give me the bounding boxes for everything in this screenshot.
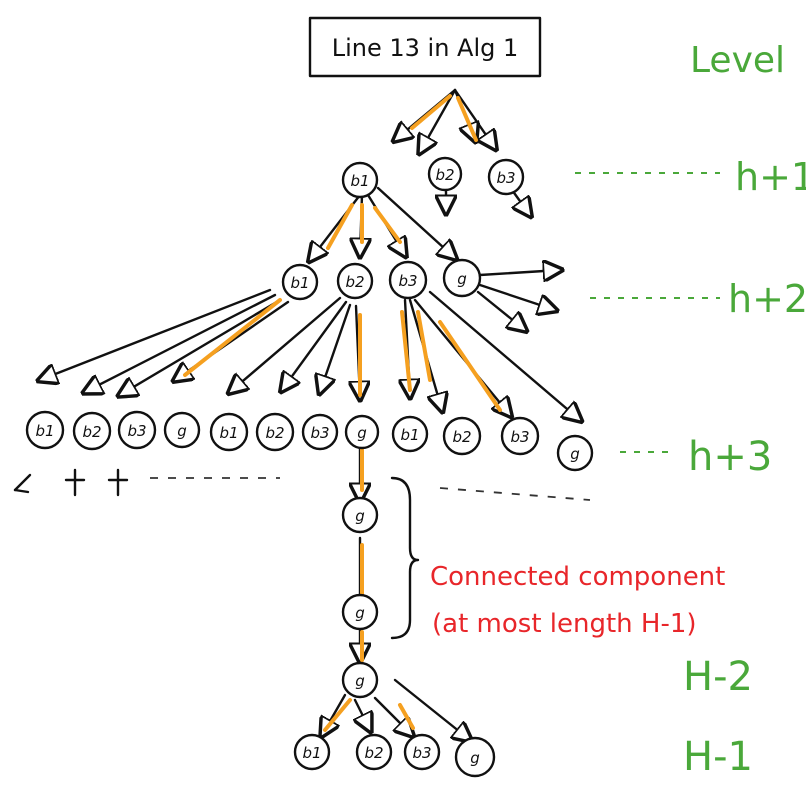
component-brace: [390, 476, 420, 640]
svg-text:b3: b3: [398, 272, 417, 290]
lower-left-arrows: [13, 468, 591, 501]
svg-text:g: g: [357, 424, 367, 442]
svg-text:b1: b1: [400, 426, 419, 444]
svg-text:g: g: [355, 507, 365, 525]
svg-text:b2: b2: [364, 744, 383, 762]
node-h3-b2-a: b2: [72, 411, 112, 451]
svg-text:b3: b3: [412, 744, 431, 762]
svg-text:b3: b3: [310, 424, 329, 442]
level2-edges: [40, 288, 580, 420]
svg-text:g: g: [470, 749, 480, 767]
node-H1-b2: b2: [355, 733, 393, 771]
root-edges: [395, 88, 530, 215]
node-h2-b3: b3: [388, 260, 428, 300]
svg-text:g: g: [457, 270, 467, 288]
node-h3-b1-c: b1: [391, 415, 429, 453]
svg-text:b1: b1: [35, 422, 54, 440]
node-chain-g1: g: [341, 496, 379, 534]
node-h3-b3-c: b3: [500, 416, 540, 456]
svg-text:b1: b1: [219, 424, 238, 442]
node-h3-b2-c: b2: [442, 416, 482, 456]
node-h3-g-c: g: [556, 434, 594, 472]
level-label-h1: h+1: [735, 155, 806, 199]
annotation-line2: (at most length H-1): [432, 609, 697, 639]
svg-text:b1: b1: [290, 274, 309, 292]
node-h3-b3-b: b3: [301, 413, 339, 451]
level-header: Level: [690, 40, 785, 81]
svg-text:g: g: [355, 604, 365, 622]
svg-text:b1: b1: [302, 744, 321, 762]
node-h3-g-a: g: [163, 411, 201, 449]
svg-text:b2: b2: [82, 423, 101, 441]
node-chain-g2: g: [341, 593, 379, 631]
annotation-line1: Connected component: [430, 562, 725, 592]
svg-text:b3: b3: [496, 169, 515, 187]
node-H1-b1: b1: [293, 733, 331, 771]
level-label-h2: h+2: [728, 277, 806, 321]
node-h2-g: g: [442, 258, 482, 298]
title-box: Line 13 in Alg 1: [308, 16, 542, 78]
node-H1-b3: b3: [403, 733, 441, 771]
node-h1-b2: b2: [427, 156, 463, 192]
svg-text:b2: b2: [265, 424, 284, 442]
level-label-h3: h+3: [688, 434, 772, 480]
svg-text:b3: b3: [510, 428, 529, 446]
node-h3-b1-a: b1: [25, 410, 65, 450]
svg-text:b2: b2: [452, 428, 471, 446]
node-h2-b1: b1: [281, 263, 319, 301]
node-h1-b3: b3: [487, 158, 525, 196]
svg-text:g: g: [570, 445, 580, 463]
level-label-H-1: H-1: [683, 734, 753, 780]
node-h3-g-b: g: [344, 414, 380, 450]
node-h3-b2-b: b2: [255, 412, 295, 452]
title-text: Line 13 in Alg 1: [332, 34, 519, 62]
node-h1-b1: b1: [341, 161, 379, 199]
node-chain-g3: g: [341, 661, 379, 699]
svg-text:b2: b2: [435, 166, 454, 184]
level1-edges: [310, 186, 560, 330]
svg-text:g: g: [177, 422, 187, 440]
level-label-H-2: H-2: [683, 654, 753, 700]
svg-text:b3: b3: [127, 422, 146, 440]
node-H1-g: g: [454, 736, 496, 778]
svg-text:b2: b2: [345, 273, 364, 291]
node-h3-b3-a: b3: [117, 410, 157, 450]
svg-text:g: g: [355, 672, 365, 690]
node-h3-b1-b: b1: [209, 412, 249, 452]
chain-edges: [322, 445, 470, 740]
svg-text:b1: b1: [350, 172, 369, 190]
node-h2-b2: b2: [336, 262, 374, 300]
